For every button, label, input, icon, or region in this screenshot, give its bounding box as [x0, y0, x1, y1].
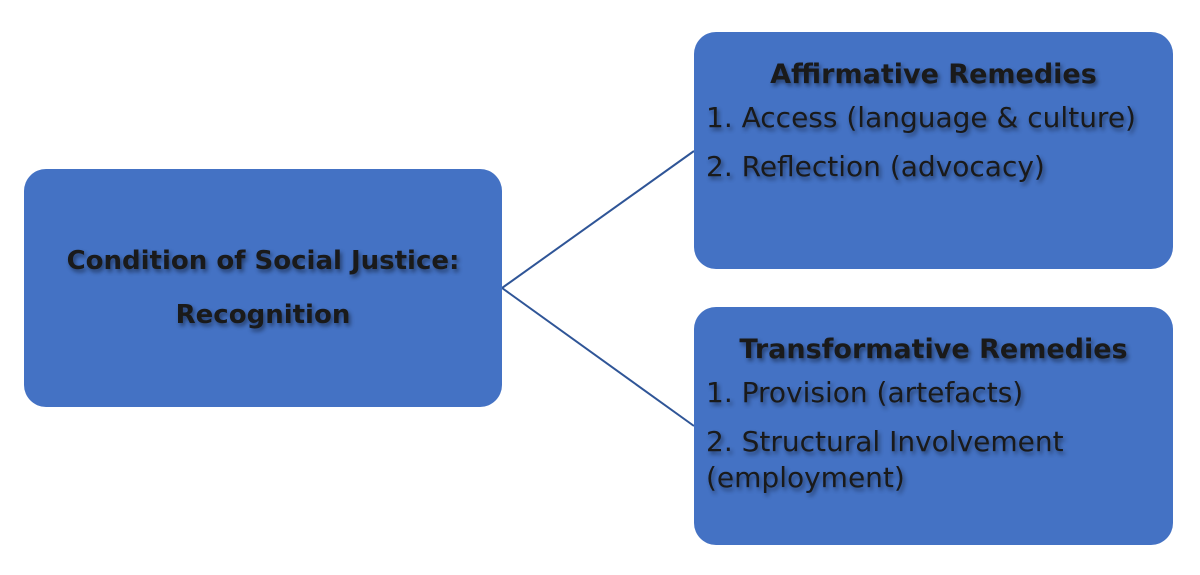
root-node: Condition of Social Justice: Recognition — [24, 169, 502, 407]
transformative-item-structural-involvement: 2. Structural Involvement (employment) — [706, 425, 1064, 494]
root-node-line2: Recognition — [175, 300, 351, 330]
transformative-remedies-title: Transformative Remedies — [739, 334, 1128, 365]
affirmative-remedies-title: Affirmative Remedies — [770, 59, 1097, 90]
transformative-remedies-node: Transformative Remedies 1. Provision (ar… — [694, 307, 1173, 545]
connector-to-transformative — [501, 287, 695, 427]
root-node-line1: Condition of Social Justice: — [66, 246, 460, 276]
transformative-item-provision: 1. Provision (artefacts) — [706, 376, 1024, 409]
affirmative-remedies-node: Affirmative Remedies 1. Access (language… — [694, 32, 1173, 269]
affirmative-item-reflection: 2. Reflection (advocacy) — [706, 150, 1045, 183]
connector-to-affirmative — [501, 150, 695, 289]
affirmative-item-access: 1. Access (language & culture) — [706, 101, 1136, 134]
